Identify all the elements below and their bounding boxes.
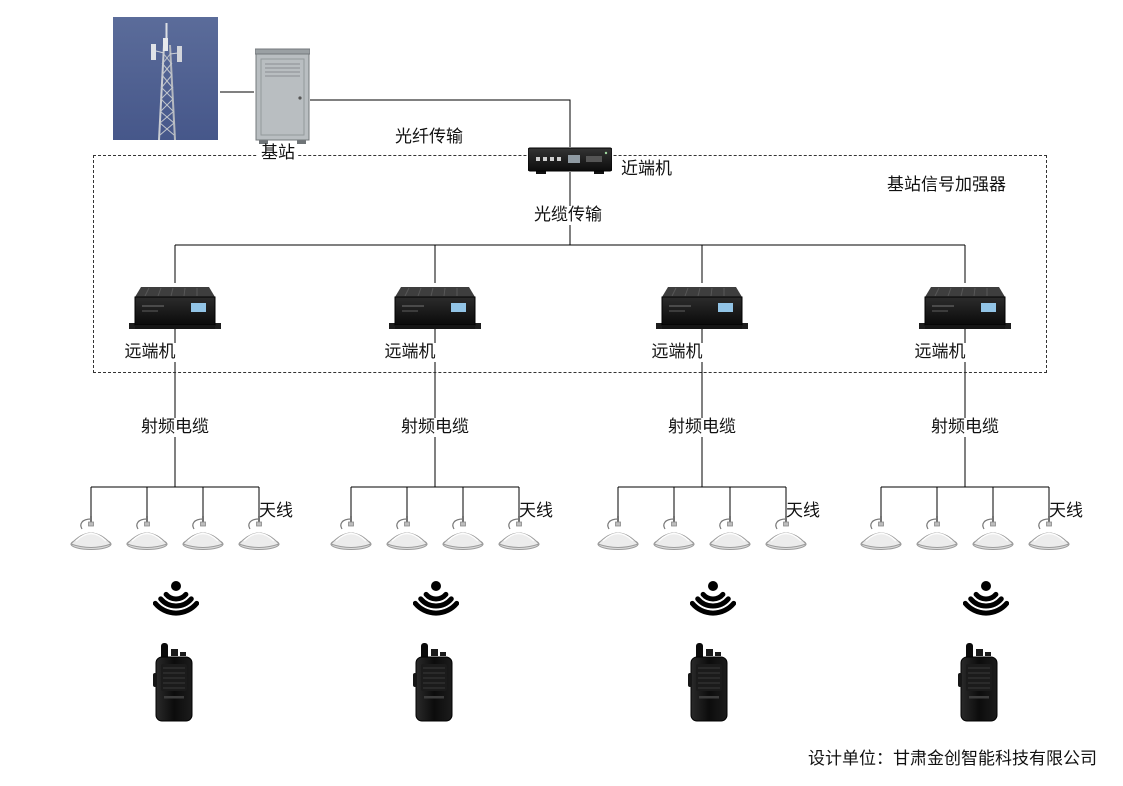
near-end-unit-device xyxy=(527,146,613,176)
ceiling-antenna-icon xyxy=(916,516,958,550)
rf-cable-label-text: 射频电缆 xyxy=(138,417,212,437)
signal-waves-icon xyxy=(689,578,737,626)
ceiling-antenna xyxy=(68,516,114,554)
antenna-label: 天线 xyxy=(1049,501,1083,521)
cell-tower-icon xyxy=(113,17,218,141)
signal-waves-icon xyxy=(152,578,200,626)
ceiling-antenna-icon xyxy=(442,516,484,550)
remote-unit-label: 远端机 xyxy=(360,342,460,362)
rf-cable-label: 射频电缆 xyxy=(627,417,777,437)
antenna-label: 天线 xyxy=(259,501,293,521)
walkie-talkie xyxy=(958,643,1002,723)
ceiling-antenna-icon xyxy=(1028,516,1070,550)
near-end-unit-label-text: 近端机 xyxy=(618,159,675,179)
rf-cable-label-text: 射频电缆 xyxy=(928,417,1002,437)
branch-4: 远端机 射频电缆 天线 xyxy=(855,283,1083,743)
ceiling-antenna xyxy=(858,516,904,554)
ceiling-antenna xyxy=(180,516,226,554)
remote-unit-label: 远端机 xyxy=(627,342,727,362)
rf-cable-label: 射频电缆 xyxy=(100,417,250,437)
walkie-talkie xyxy=(688,643,732,723)
ceiling-antenna-icon xyxy=(70,516,112,550)
walkie-talkie-icon xyxy=(688,643,728,722)
ceiling-antenna-icon xyxy=(386,516,428,550)
ceiling-antenna-icon xyxy=(238,516,280,550)
branch-2: 远端机 射频电缆 天线 xyxy=(325,283,553,743)
walkie-talkie-icon xyxy=(958,643,998,722)
cell-tower-photo xyxy=(113,17,218,141)
booster-box-title: 基站信号加强器 xyxy=(884,175,1009,195)
ceiling-antenna-icon xyxy=(126,516,168,550)
fiber-transmission-label-text: 光纤传输 xyxy=(392,127,466,147)
remote-unit-device xyxy=(129,283,221,333)
fiber-transmission-label: 光纤传输 xyxy=(392,127,466,147)
antenna-label-text: 天线 xyxy=(519,501,553,520)
signal-waves-icon xyxy=(412,578,460,626)
ceiling-antenna-icon xyxy=(972,516,1014,550)
ceiling-antenna-icon xyxy=(498,516,540,550)
antenna-label-text: 天线 xyxy=(259,501,293,520)
remote-unit-label-text: 远端机 xyxy=(648,342,706,362)
ceiling-antenna xyxy=(763,516,809,554)
ceiling-antenna xyxy=(707,516,753,554)
ceiling-antenna xyxy=(328,516,374,554)
base-station-label-text: 基站 xyxy=(258,143,298,163)
branch-1: 远端机 射频电缆 天线 xyxy=(65,283,293,743)
ceiling-antenna-icon xyxy=(765,516,807,550)
remote-unit-device-icon xyxy=(919,287,1011,329)
rf-cable-label: 射频电缆 xyxy=(890,417,1040,437)
remote-unit-device-icon xyxy=(389,287,481,329)
remote-unit-label-text: 远端机 xyxy=(911,342,969,362)
ceiling-antenna xyxy=(124,516,170,554)
remote-unit-device xyxy=(656,283,748,333)
ceiling-antenna-icon xyxy=(653,516,695,550)
walkie-talkie-icon xyxy=(413,643,453,722)
rf-cable-label-text: 射频电缆 xyxy=(398,417,472,437)
near-end-device-icon xyxy=(527,147,613,174)
antenna-label-text: 天线 xyxy=(1049,501,1083,520)
ceiling-antenna-icon xyxy=(709,516,751,550)
remote-unit-label: 远端机 xyxy=(100,342,200,362)
ceiling-antenna xyxy=(651,516,697,554)
antenna-label-text: 天线 xyxy=(786,501,820,520)
rf-cable-label: 射频电缆 xyxy=(360,417,510,437)
ceiling-antenna-icon xyxy=(182,516,224,550)
ceiling-antenna xyxy=(236,516,282,554)
remote-unit-label: 远端机 xyxy=(890,342,990,362)
ceiling-antenna xyxy=(914,516,960,554)
branch-3: 远端机 射频电缆 天线 xyxy=(592,283,820,743)
remote-unit-device-icon xyxy=(656,287,748,329)
ceiling-antenna xyxy=(1026,516,1072,554)
base-station-cabinet xyxy=(254,48,311,145)
remote-unit-device xyxy=(919,283,1011,333)
remote-unit-label-text: 远端机 xyxy=(381,342,439,362)
remote-unit-device-icon xyxy=(129,287,221,329)
booster-box-title-text: 基站信号加强器 xyxy=(884,175,1009,195)
ceiling-antenna-icon xyxy=(597,516,639,550)
optical-cable-label-text: 光缆传输 xyxy=(531,205,605,225)
cabinet-icon xyxy=(254,48,311,144)
ceiling-antenna-icon xyxy=(860,516,902,550)
design-credit: 设计单位：甘肃金创智能科技有限公司 xyxy=(808,749,1097,768)
remote-unit-device xyxy=(389,283,481,333)
signal-waves-icon xyxy=(962,578,1010,626)
ceiling-antenna-icon xyxy=(330,516,372,550)
remote-unit-label-text: 远端机 xyxy=(121,342,179,362)
ceiling-antenna xyxy=(440,516,486,554)
ceiling-antenna xyxy=(496,516,542,554)
antenna-label: 天线 xyxy=(786,501,820,521)
near-end-unit-label: 近端机 xyxy=(618,159,675,179)
antenna-label: 天线 xyxy=(519,501,553,521)
ceiling-antenna xyxy=(970,516,1016,554)
optical-cable-label: 光缆传输 xyxy=(531,205,605,225)
walkie-talkie xyxy=(153,643,197,723)
walkie-talkie xyxy=(413,643,457,723)
rf-cable-label-text: 射频电缆 xyxy=(665,417,739,437)
base-station-label: 基站 xyxy=(258,143,298,163)
ceiling-antenna xyxy=(384,516,430,554)
walkie-talkie-icon xyxy=(153,643,193,722)
ceiling-antenna xyxy=(595,516,641,554)
